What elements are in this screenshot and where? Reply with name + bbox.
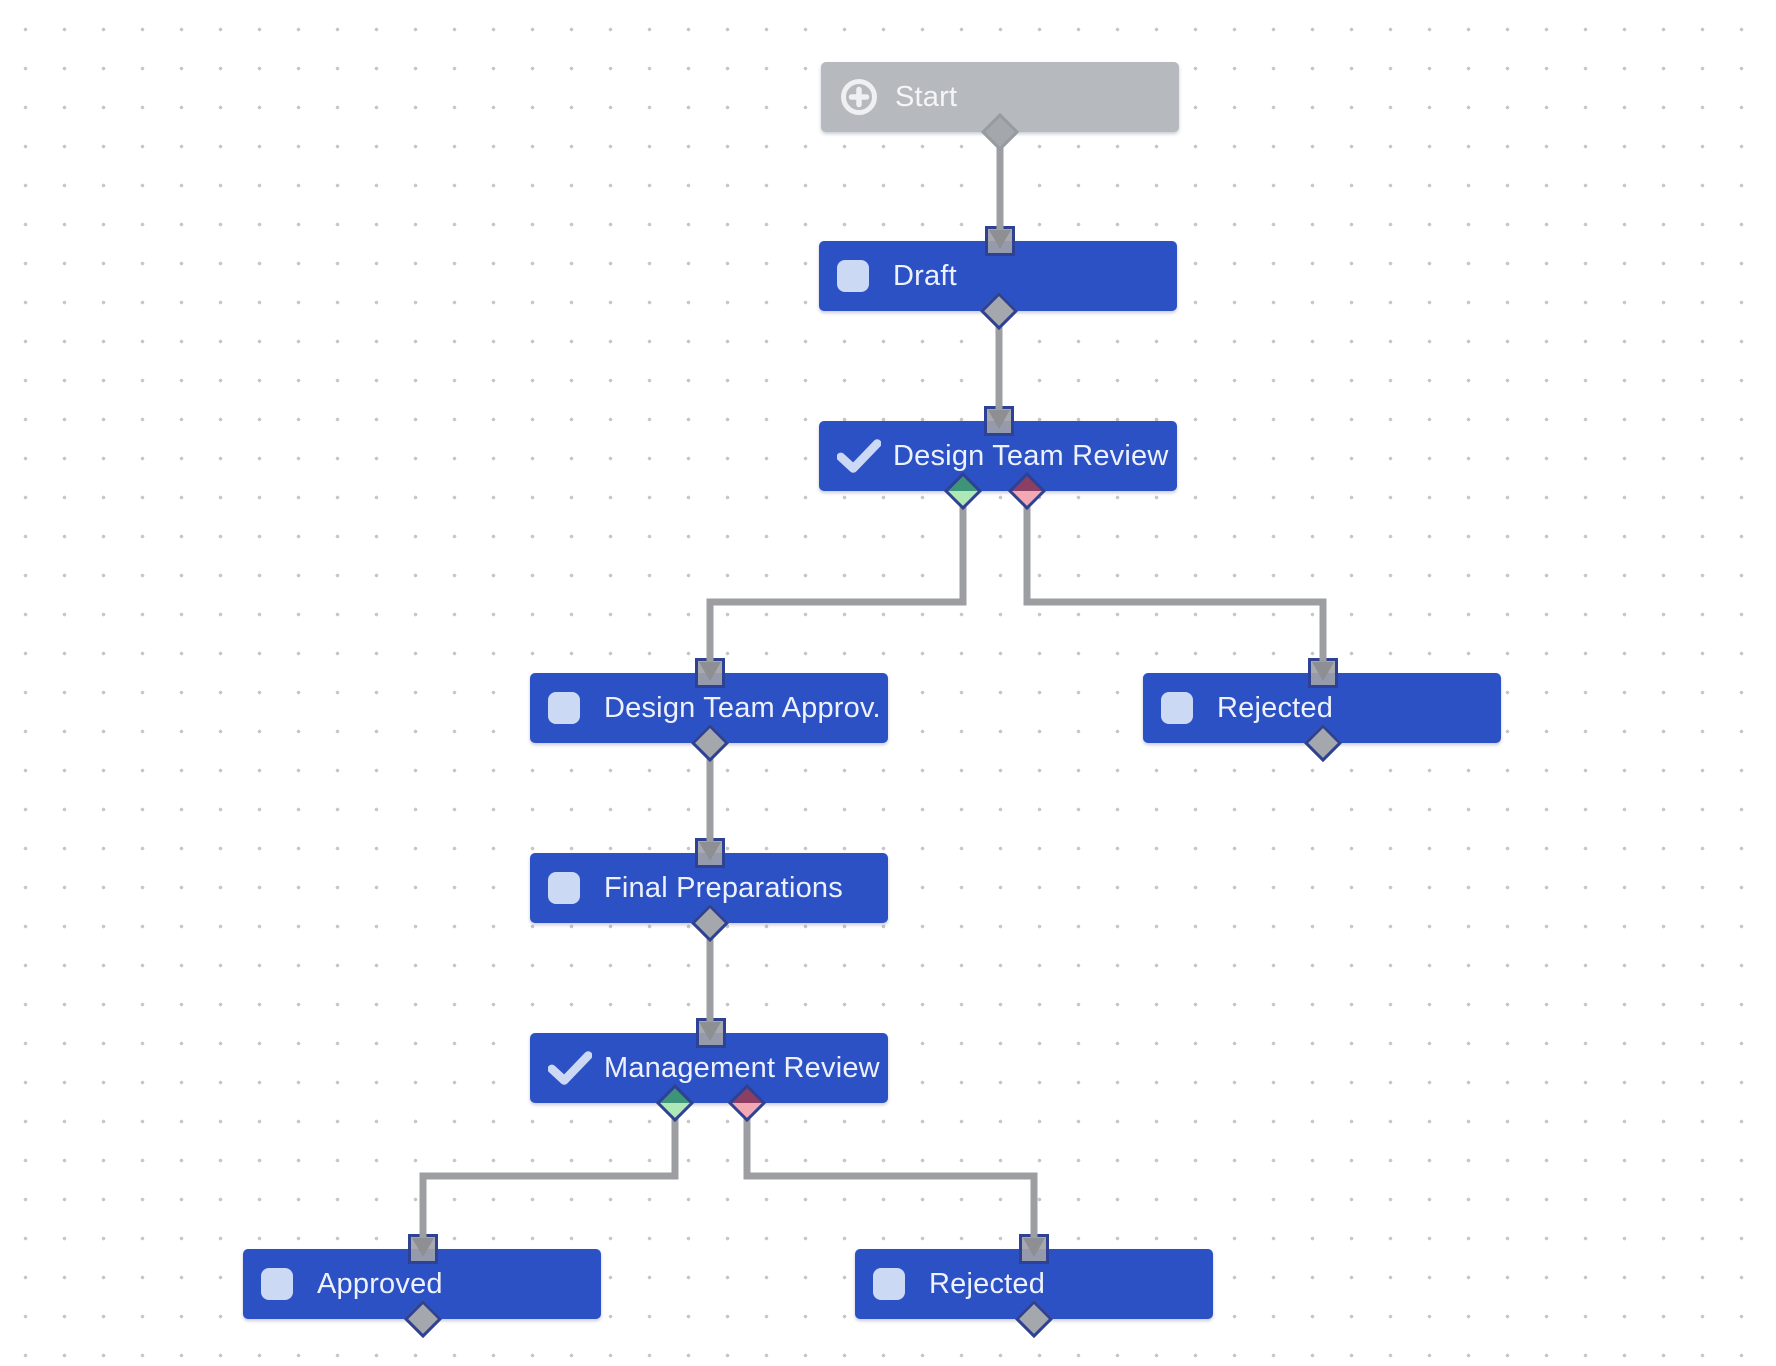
node-label: Rejected — [929, 1267, 1046, 1300]
node-label: Rejected — [1217, 691, 1334, 724]
plus-circle-icon — [839, 77, 883, 117]
check-icon — [837, 438, 881, 474]
node-label: Draft — [893, 259, 957, 292]
node-label: Final Preparations — [604, 871, 843, 904]
output-port-gray-design-team-approval[interactable] — [690, 723, 730, 763]
node-label: Approved — [317, 1267, 443, 1300]
checkbox-icon — [261, 1268, 305, 1300]
checkbox-icon — [837, 260, 881, 292]
node-label: Design Team Approv. — [604, 691, 881, 724]
output-port-gray-approved[interactable] — [403, 1299, 443, 1339]
checkbox-icon — [548, 872, 592, 904]
check-icon — [548, 1050, 592, 1086]
output-port-gray-start[interactable] — [980, 112, 1020, 152]
node-label: Start — [895, 80, 958, 113]
checkbox-icon — [1161, 692, 1205, 724]
output-port-green-design-team-review[interactable] — [943, 471, 983, 511]
output-port-gray-draft[interactable] — [979, 291, 1019, 331]
output-port-green-management-review[interactable] — [655, 1083, 695, 1123]
node-design-team-review[interactable]: Design Team Review — [819, 421, 1177, 491]
output-port-gray-rejected-management[interactable] — [1014, 1299, 1054, 1339]
output-port-gray-final-preparations[interactable] — [690, 903, 730, 943]
output-port-gray-rejected-design[interactable] — [1303, 723, 1343, 763]
node-label: Design Team Review — [893, 439, 1169, 472]
output-port-red-design-team-review[interactable] — [1007, 471, 1047, 511]
checkbox-icon — [548, 692, 592, 724]
node-label: Management Review — [604, 1051, 880, 1084]
output-port-red-management-review[interactable] — [727, 1083, 767, 1123]
checkbox-icon — [873, 1268, 917, 1300]
